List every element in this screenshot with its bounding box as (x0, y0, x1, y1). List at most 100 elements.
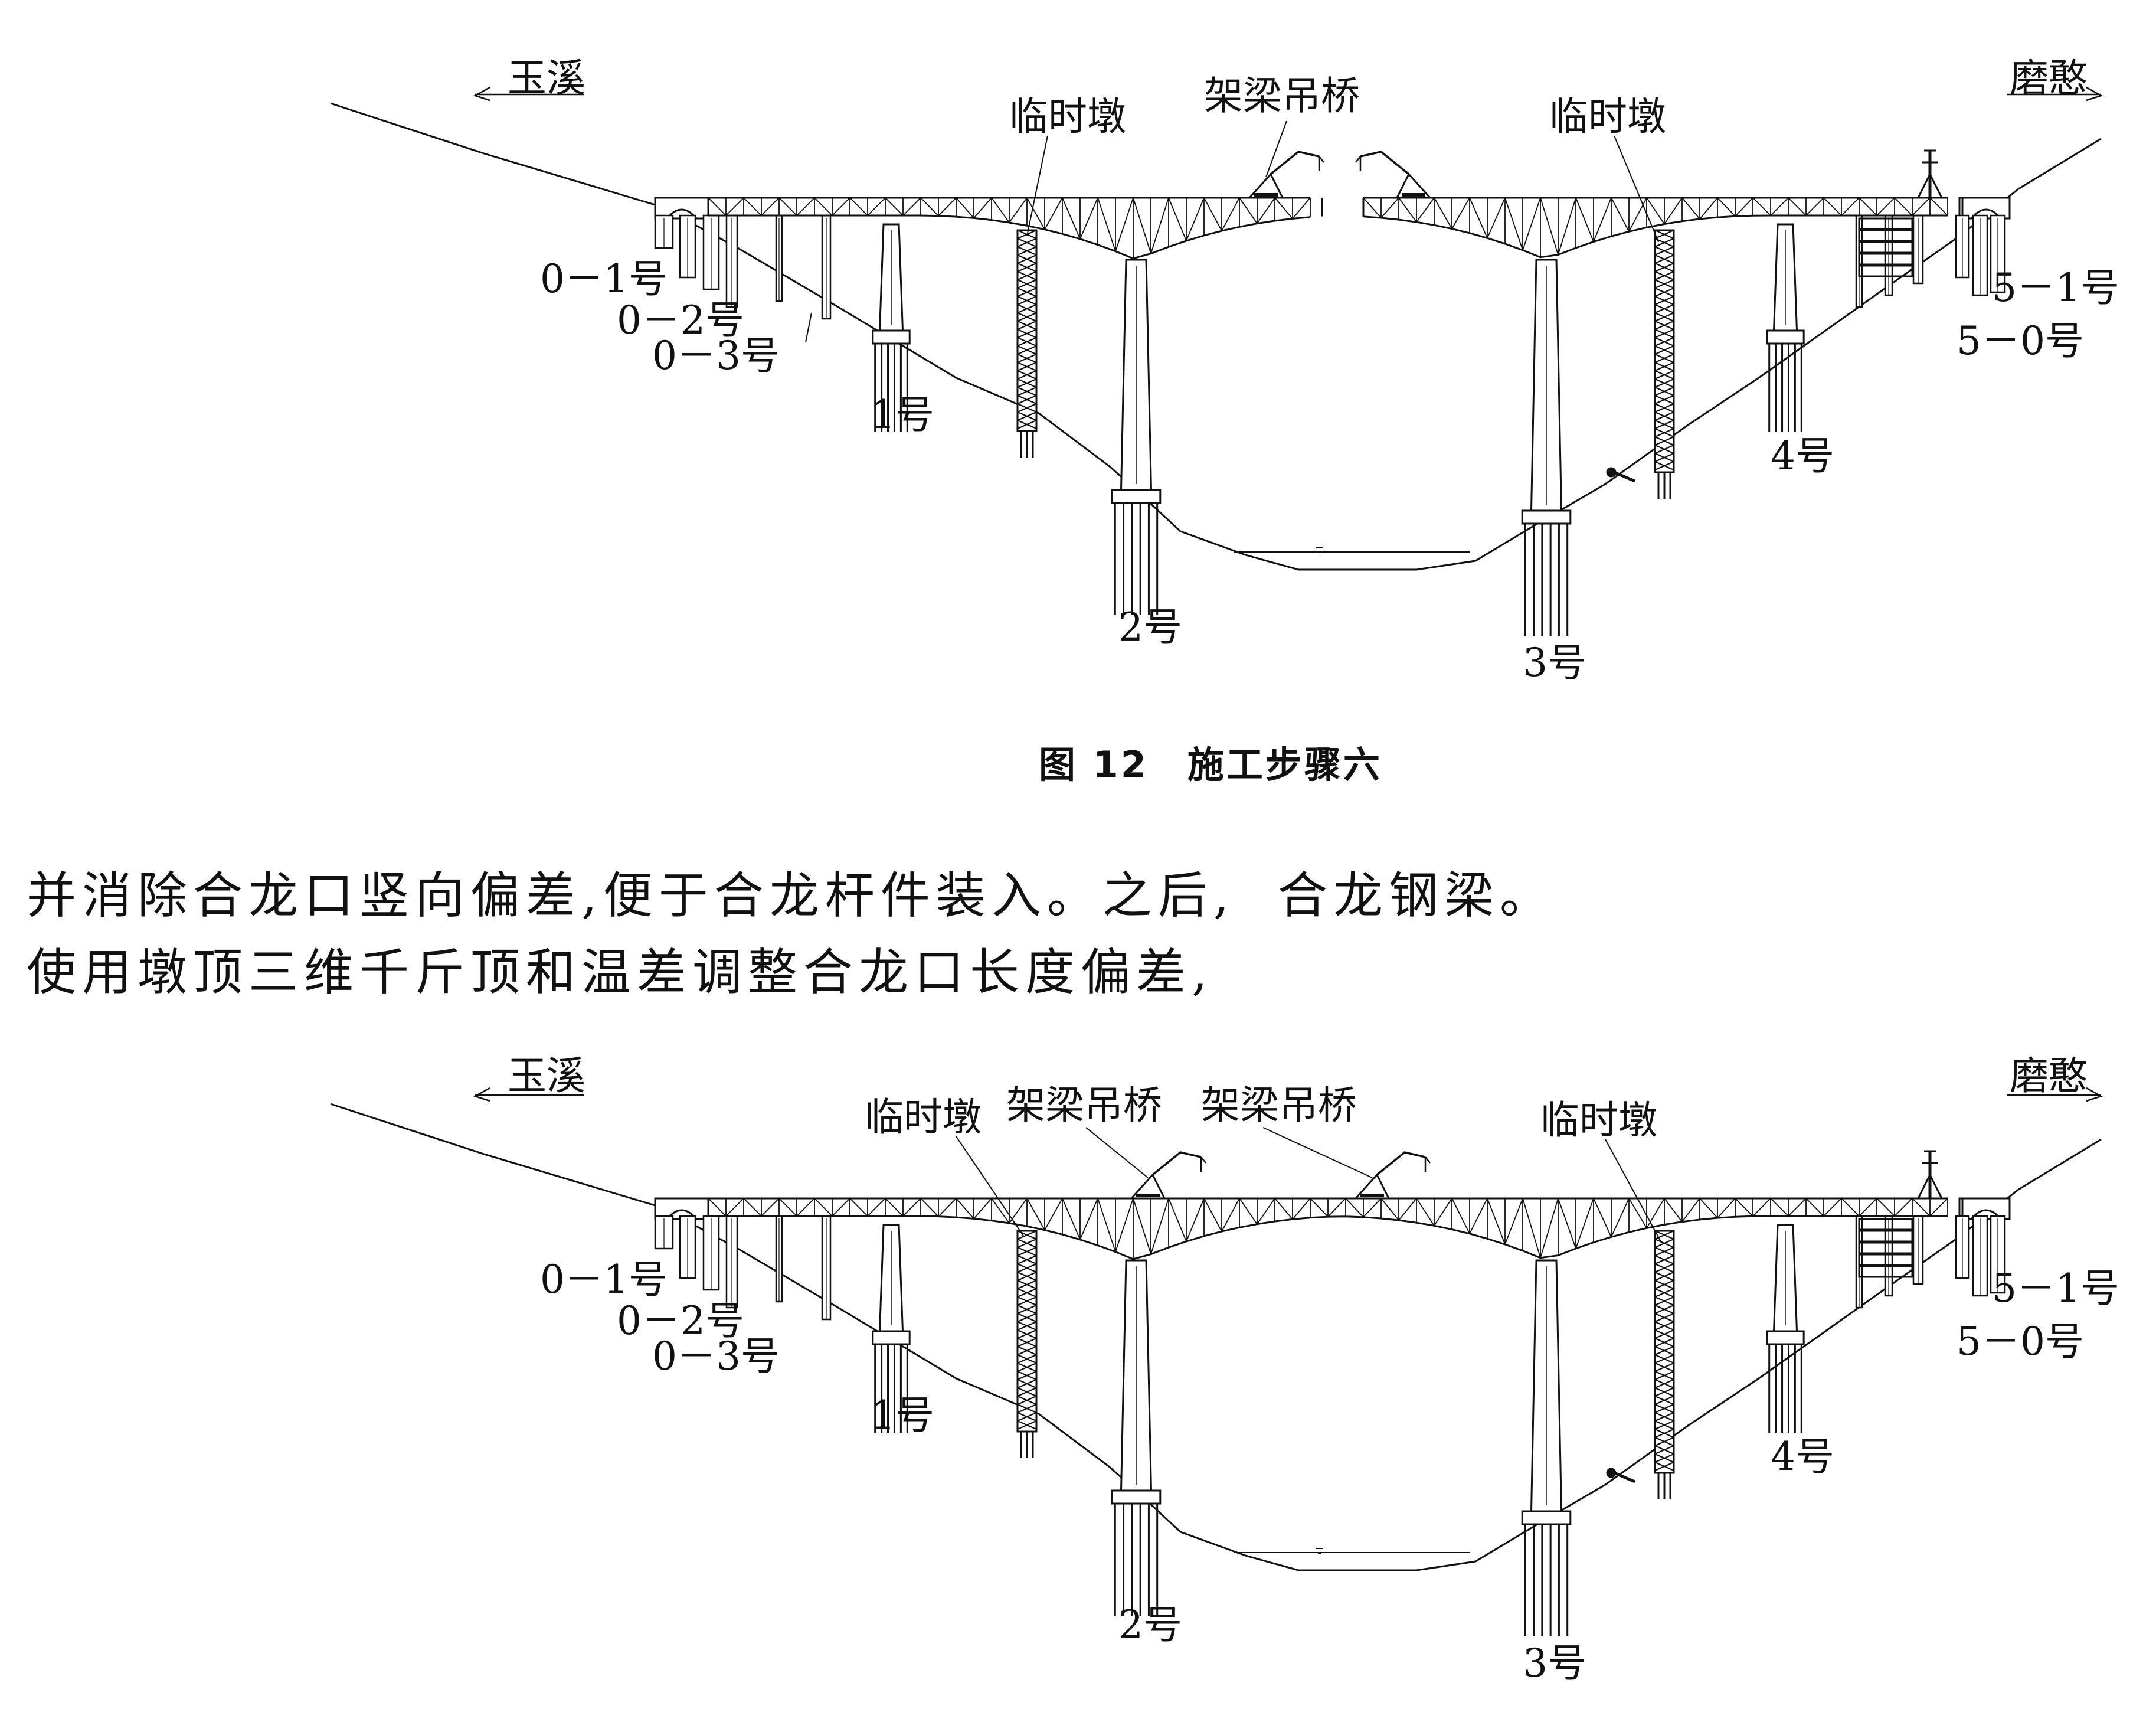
temp-pier-brace (1017, 361, 1037, 372)
crane-hook (1425, 1156, 1431, 1164)
truss-bottom-chord (708, 1215, 1948, 1260)
temp-pier-brace (1654, 1238, 1674, 1249)
tower-crane (1916, 1150, 1944, 1200)
truss-diagonal (1876, 197, 1895, 216)
truss-diagonal (1717, 197, 1736, 217)
truss-diagonal (1788, 1198, 1807, 1217)
temp-pier-brace (1017, 1304, 1037, 1315)
truss-diagonal (1451, 197, 1470, 229)
truss-diagonal (1487, 1198, 1506, 1245)
temp-pier-brace (1654, 246, 1674, 256)
leader-line (1262, 1127, 1373, 1178)
truss-diagonal (1009, 197, 1028, 223)
temp-pier-brace (1017, 270, 1037, 281)
truss-diagonal (956, 197, 974, 219)
approach-pier-left (679, 214, 696, 279)
truss-diagonal (1257, 1198, 1275, 1225)
truss-diagonal (1310, 1198, 1329, 1217)
anchor-symbol (1606, 1468, 1635, 1483)
temp-pier-brace (1654, 1411, 1674, 1422)
truss-diagonal (1823, 197, 1842, 216)
crane-boom (1151, 1151, 1202, 1176)
approach-pier-right (1990, 1215, 2006, 1294)
figure-caption: 图 12 施工步骤六 (1039, 743, 1382, 786)
truss-diagonal (1097, 1198, 1116, 1252)
truss-diagonal (1469, 197, 1488, 238)
pier-label-1: 1号 (871, 392, 934, 437)
approach-pier-left (702, 214, 720, 290)
leader-line (1265, 120, 1287, 178)
paragraph-line-2: 使用墩顶三维千斤顶和温差调整合龙口长度偏差, (27, 943, 1213, 1001)
temp-pier-brace (1654, 394, 1674, 405)
anchor-symbol (1606, 467, 1635, 483)
temp-pier-brace (1017, 1387, 1037, 1397)
truss-diagonal (1894, 197, 1913, 216)
truss-diagonal (1363, 197, 1382, 218)
truss-diagonal (973, 1198, 992, 1220)
truss-diagonal (1912, 197, 1931, 216)
truss-diagonal (1327, 1198, 1346, 1217)
temp-pier-left (1016, 229, 1038, 458)
crane-frame (1247, 172, 1284, 199)
temp-pier-brace (1017, 287, 1037, 298)
truss-diagonal (885, 1198, 904, 1217)
falsework-tier (1858, 1265, 1913, 1278)
temp-pier-brace (1654, 1403, 1674, 1414)
temp-pier-brace (1654, 262, 1674, 273)
truss-diagonal (1735, 197, 1753, 217)
truss-diagonal (1044, 197, 1063, 230)
temp-pier-right (1654, 229, 1675, 499)
truss-diagonal (1859, 197, 1877, 216)
truss-diagonal (1540, 197, 1559, 255)
falsework-tier (1858, 241, 1913, 254)
water-level-symbol (1316, 547, 1323, 553)
temp-pier-brace (1654, 436, 1674, 446)
temp-pier-brace (1654, 1428, 1674, 1439)
temp-pier-brace (1017, 279, 1037, 289)
temp-pier-brace (1017, 403, 1037, 413)
temp-pier-brace (1654, 378, 1674, 388)
approach-pier-right (1955, 214, 1970, 279)
pier-label-2: 2号 (1118, 604, 1182, 650)
falsework-tier (1858, 264, 1913, 277)
temp-pier-brace (1017, 411, 1037, 421)
pier-label-5-1: 5－1号 (1992, 265, 2119, 311)
temp-pier-brace (1654, 320, 1674, 331)
truss-diagonal (1611, 1198, 1630, 1237)
truss-diagonal (1646, 197, 1665, 224)
temp-pier-brace (1654, 1387, 1674, 1397)
temp-pier-brace (1017, 370, 1037, 380)
temp-pier-brace (1017, 1403, 1037, 1414)
approach-pier-left (702, 1215, 720, 1291)
arrow-right-icon (2086, 86, 2103, 102)
bridge-drawing (330, 1087, 2103, 1636)
direction-right-label: 磨憨 (2010, 55, 2088, 101)
anchor-head (1606, 1468, 1617, 1478)
truss-diagonal (796, 1198, 815, 1217)
crane-hook (1200, 1156, 1206, 1164)
truss-diagonal (1026, 197, 1045, 230)
truss-diagonal (1699, 197, 1718, 220)
pier-1 (872, 1224, 911, 1433)
temp-pier-brace (1654, 1370, 1674, 1381)
temp-pier-brace (1654, 295, 1674, 306)
crane-left-label: 架梁吊桥 (1006, 1083, 1162, 1128)
truss-diagonal (1522, 1198, 1541, 1258)
tower-base (1916, 1172, 1944, 1200)
temp-pier-brace (1017, 1271, 1037, 1282)
crane-frame (1395, 172, 1432, 199)
truss-diagonal (1380, 1198, 1399, 1221)
temp-pier-brace (1017, 1254, 1037, 1265)
truss-diagonal (1823, 1198, 1842, 1217)
temp-pier-brace (1654, 361, 1674, 372)
truss-diagonal (1363, 1198, 1382, 1218)
truss-diagonal (1434, 197, 1452, 229)
truss-diagonal (832, 197, 850, 216)
pier-2 (1111, 259, 1162, 615)
pier-cap (1111, 1489, 1162, 1505)
temp-pier-brace (1654, 1445, 1674, 1455)
truss-diagonal (1876, 1198, 1895, 1217)
truss-diagonal (1611, 197, 1630, 232)
temp-pier-brace (1654, 427, 1674, 438)
temp-pier-brace (1017, 1345, 1037, 1356)
